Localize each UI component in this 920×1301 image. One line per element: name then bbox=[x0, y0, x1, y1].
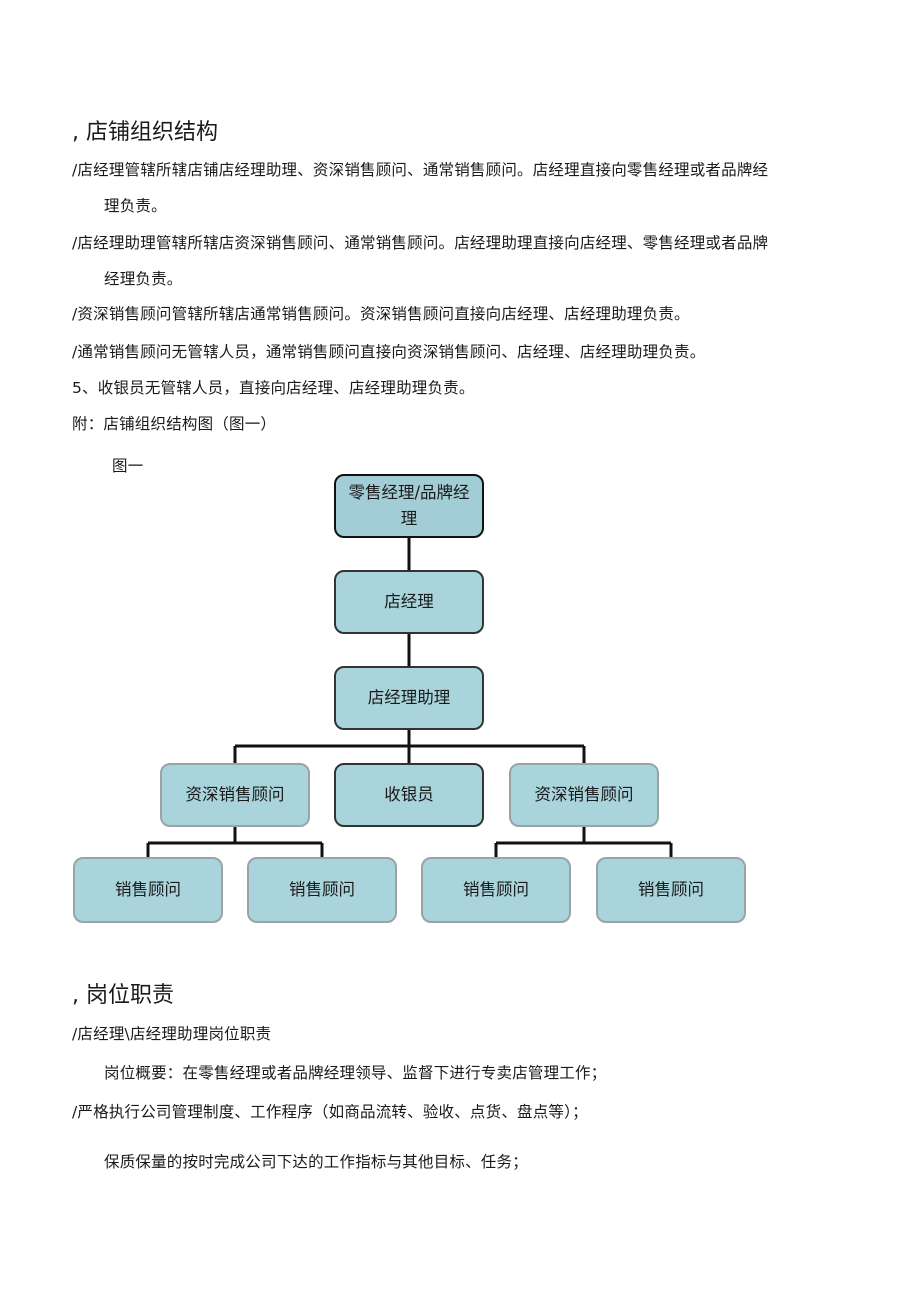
paragraph-5: 5、收银员无管辖人员，直接向店经理、店经理助理负责。 bbox=[72, 379, 475, 397]
node-retail-brand-manager: 零售经理/品牌经理 bbox=[334, 474, 484, 538]
duty-summary: 岗位概要：在零售经理或者品牌经理领导、监督下进行专卖店管理工作； bbox=[104, 1064, 607, 1082]
duty-item-1: /严格执行公司管理制度、工作程序（如商品流转、验收、点货、盘点等）； bbox=[72, 1103, 588, 1121]
paragraph-2-cont: 经理负责。 bbox=[104, 270, 183, 288]
node-assistant-store-manager: 店经理助理 bbox=[334, 666, 484, 730]
node-senior-sales-right: 资深销售顾问 bbox=[509, 763, 659, 827]
node-sales-1: 销售顾问 bbox=[73, 857, 223, 923]
section-title-job-duties: , 岗位职责 bbox=[72, 983, 174, 1008]
paragraph-2: /店经理助理管辖所辖店资深销售顾问、通常销售顾问。店经理助理直接向店经理、零售经… bbox=[72, 234, 769, 252]
paragraph-1-cont: 理负责。 bbox=[104, 197, 167, 215]
duty-heading: /店经理\店经理助理岗位职责 bbox=[72, 1025, 272, 1043]
duty-item-2: 保质保量的按时完成公司下达的工作指标与其他目标、任务； bbox=[104, 1153, 528, 1171]
paragraph-4: /通常销售顾问无管辖人员，通常销售顾问直接向资深销售顾问、店经理、店经理助理负责… bbox=[72, 343, 706, 361]
paragraph-1: /店经理管辖所辖店铺店经理助理、资深销售顾问、通常销售顾问。店经理直接向零售经理… bbox=[72, 161, 769, 179]
paragraph-3: /资深销售顾问管辖所辖店通常销售顾问。资深销售顾问直接向店经理、店经理助理负责。 bbox=[72, 305, 690, 323]
section-title-org-structure: , 店铺组织结构 bbox=[72, 120, 218, 145]
node-senior-sales-left: 资深销售顾问 bbox=[160, 763, 310, 827]
node-sales-3: 销售顾问 bbox=[421, 857, 571, 923]
node-sales-4: 销售顾问 bbox=[596, 857, 746, 923]
node-store-manager: 店经理 bbox=[334, 570, 484, 634]
figure-caption: 图一 bbox=[112, 457, 144, 475]
node-cashier: 收银员 bbox=[334, 763, 484, 827]
node-sales-2: 销售顾问 bbox=[247, 857, 397, 923]
paragraph-appendix: 附：店铺组织结构图（图一） bbox=[72, 415, 277, 433]
